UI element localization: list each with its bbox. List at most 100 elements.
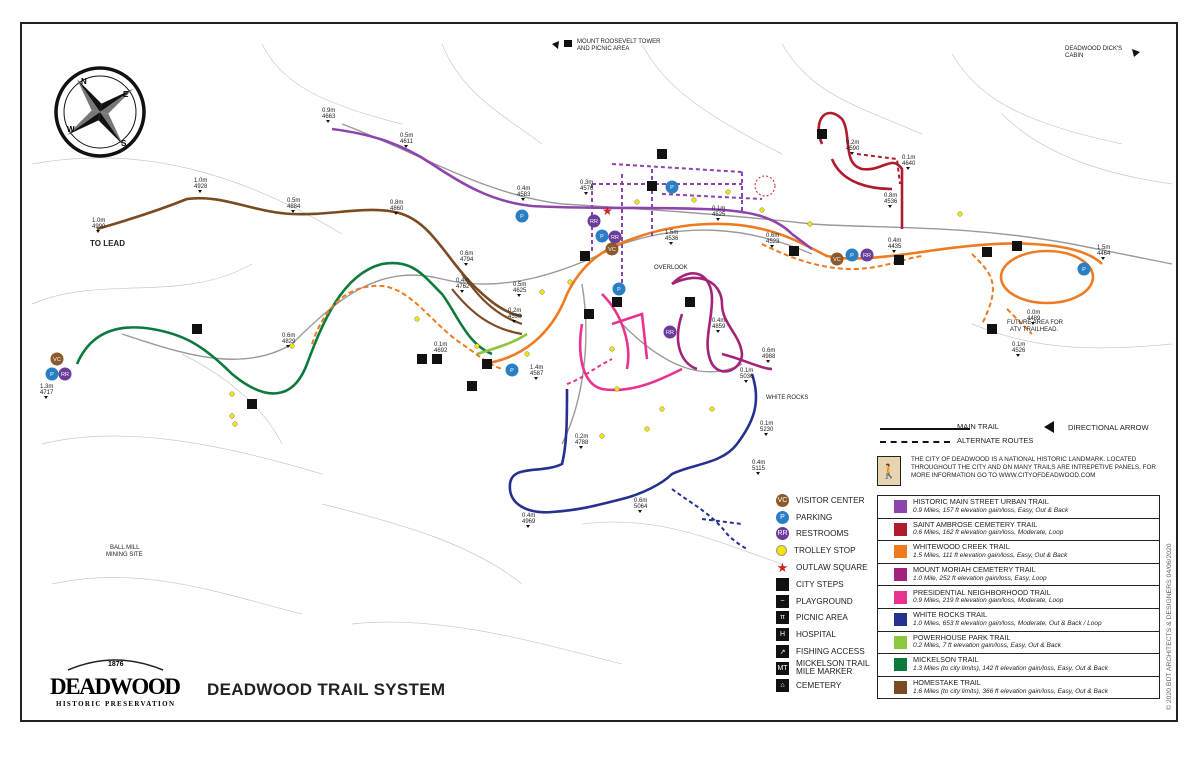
trolley-stop-icon[interactable] (725, 189, 731, 195)
homestake-trail-path[interactable] (96, 196, 523, 318)
presidential-alternate[interactable] (566, 358, 613, 385)
map-parking-icon[interactable]: P (1077, 262, 1091, 276)
map-cemetery-icon[interactable] (685, 297, 695, 307)
mile-marker-triangle-icon (584, 192, 588, 195)
mount-moriah-trail-path[interactable] (671, 272, 773, 373)
trail-description: 1.6 Miles (to city limits), 366 ft eleva… (913, 687, 1108, 695)
powerhouse-trail-path[interactable] (476, 332, 528, 356)
mile-marker-elevation: 4829 (282, 339, 296, 345)
trolley-stop-icon[interactable] (634, 199, 640, 205)
whitewood-track-loop[interactable] (999, 249, 1095, 305)
cemetery-icon: ⌂ (776, 678, 789, 692)
trolley-stop-icon[interactable] (614, 386, 620, 392)
map-fishing-access-icon[interactable] (894, 255, 904, 265)
roads (121, 123, 1173, 445)
map-outlaw-square-icon[interactable]: ★ (602, 204, 613, 218)
map-city-steps-icon[interactable] (987, 324, 997, 334)
map-playground-icon[interactable] (432, 354, 442, 364)
trolley-stop-icon[interactable] (414, 316, 420, 322)
fishing-access-icon (247, 399, 257, 409)
mile-marker-triangle-icon (744, 380, 748, 383)
white-rocks-trail-path[interactable] (508, 373, 758, 514)
map-city-steps-icon[interactable] (417, 354, 427, 364)
map-city-steps-icon[interactable] (647, 181, 657, 191)
map-parking-icon[interactable]: P (595, 229, 609, 243)
map-parking-icon[interactable]: P (845, 248, 859, 262)
map-parking-icon[interactable]: P (612, 282, 626, 296)
trolley-stop-icon[interactable] (229, 413, 235, 419)
map-parking-icon[interactable]: P (665, 180, 679, 194)
whitewood-creek-trail-path[interactable] (481, 222, 1103, 366)
trolley-stop-icon[interactable] (644, 426, 650, 432)
map-parking-icon[interactable]: P (505, 363, 519, 377)
map-hospital-icon[interactable] (467, 381, 477, 391)
trail-color-swatch (894, 681, 907, 695)
map-city-steps-icon[interactable] (982, 247, 992, 257)
map-city-steps-icon[interactable] (1012, 241, 1022, 251)
map-mile-marker-icon[interactable] (482, 359, 492, 369)
map-restrooms-icon[interactable]: RR (58, 367, 72, 381)
map-restrooms-icon[interactable]: RR (663, 325, 677, 339)
main-street-trail-path[interactable] (331, 127, 813, 251)
trolley-stop-icon[interactable] (599, 433, 605, 439)
poi-glyph: RR (863, 253, 871, 259)
trolley-stop-icon[interactable] (229, 391, 235, 397)
trolley-stop-icon[interactable] (759, 207, 765, 213)
map-fishing-access-icon[interactable] (789, 246, 799, 256)
trolley-stop-icon[interactable] (807, 221, 813, 227)
compass-n: N (81, 77, 87, 86)
trolley-stop-icon[interactable] (567, 279, 573, 285)
map-city-steps-icon[interactable] (612, 297, 622, 307)
mile-marker-triangle-icon (766, 360, 770, 363)
map-city-steps-icon[interactable] (657, 149, 667, 159)
trolley-stop-icon[interactable] (474, 343, 480, 349)
map-cemetery-icon[interactable] (817, 129, 827, 139)
saint-ambrose-trail-path[interactable] (817, 111, 904, 229)
map-visitor-center-icon[interactable]: VC (830, 252, 844, 266)
mining-site-label: MINING SITE (106, 552, 143, 558)
map-parking-icon[interactable]: P (515, 209, 529, 223)
mile-marker-distance: 0.4m (752, 460, 765, 466)
whitewood-creek-alternate-route[interactable] (311, 243, 1033, 370)
map-mile-marker-icon[interactable] (192, 324, 202, 334)
trail-description: 0.9 Miles, 157 ft elevation gain/loss, E… (913, 506, 1069, 514)
map-playground-icon[interactable] (584, 309, 594, 319)
map-visitor-center-icon[interactable]: VC (50, 352, 64, 366)
mount-roosevelt-label-2: AND PICNIC AREA (577, 46, 629, 52)
white-rocks-alternate[interactable] (671, 488, 748, 550)
trolley-stop-icon[interactable] (609, 346, 615, 352)
mile-marker-triangle-icon (850, 152, 854, 155)
trolley-stop-icon[interactable] (232, 421, 238, 427)
trail-description: 0.2 Miles, 7 ft elevation gain/loss, Eas… (913, 642, 1062, 650)
presidential-trail-path[interactable] (578, 293, 683, 392)
map-visitor-center-icon[interactable]: VC (605, 242, 619, 256)
saint-ambrose-alternate[interactable] (856, 153, 901, 185)
trolley-stop-icon[interactable] (709, 406, 715, 412)
map-restrooms-icon[interactable]: RR (608, 230, 622, 244)
landmark-notice-text: THE CITY OF DEADWOOD IS A NATIONAL HISTO… (911, 456, 1156, 479)
map-parking-icon[interactable]: P (45, 367, 59, 381)
trolley-stop-icon[interactable] (524, 351, 530, 357)
mickelson-trail-path[interactable] (75, 261, 493, 395)
map-restrooms-icon[interactable]: RR (587, 214, 601, 228)
trolley-stop-icon[interactable] (539, 289, 545, 295)
map-restrooms-icon[interactable]: RR (860, 248, 874, 262)
trolley-stop-icon[interactable] (957, 211, 963, 217)
map-fishing-access-icon[interactable] (247, 399, 257, 409)
trolley-stop-icon[interactable] (659, 406, 665, 412)
trolley-stop-icon[interactable] (691, 197, 697, 203)
trail-map[interactable]: N E S W MOUNT ROOSEVELT TOWER AND PICNIC… (22, 24, 1178, 722)
trolley-stop-icon[interactable] (289, 343, 295, 349)
map-picnic-area-icon[interactable] (580, 251, 590, 261)
